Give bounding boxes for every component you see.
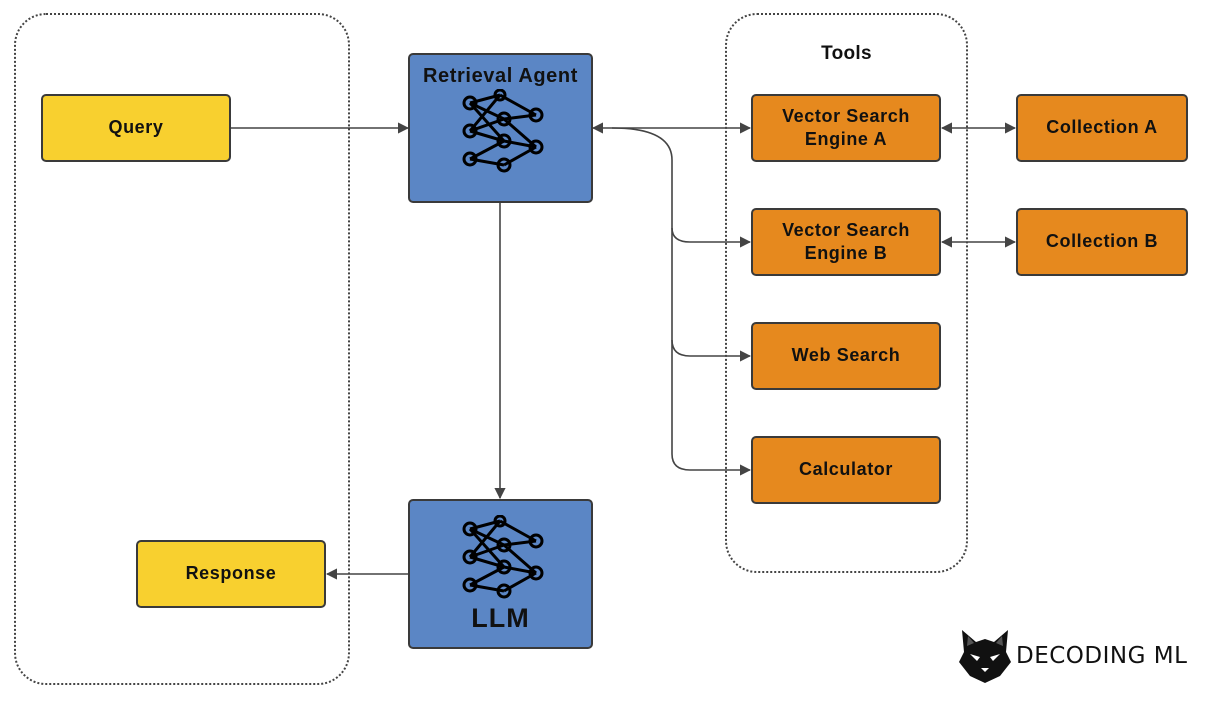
- llm-label: LLM: [471, 603, 530, 633]
- response-label: Response: [185, 563, 277, 584]
- query-label: Query: [108, 117, 164, 138]
- collection-a-node: Collection A: [1016, 94, 1188, 162]
- neural-network-icon: [462, 89, 543, 173]
- response-node: Response: [136, 540, 326, 608]
- decoding-ml-logo: DECODING ML: [958, 627, 1190, 685]
- cat-head-icon: [959, 630, 1011, 683]
- web-search-label: Web Search: [791, 345, 901, 366]
- logo-text: DECODING ML: [1016, 643, 1188, 669]
- collection-a-label: Collection A: [1046, 117, 1158, 138]
- vector-search-b-line1: Vector Search: [782, 219, 910, 240]
- tools-group: Tools: [725, 13, 968, 573]
- vector-search-a-line2: Engine A: [804, 129, 888, 149]
- neural-network-icon: [462, 515, 543, 599]
- vector-search-b-line2: Engine B: [804, 243, 888, 263]
- vector-search-engine-a-node: Vector Search Engine A: [751, 94, 941, 162]
- llm-node: LLM: [408, 499, 593, 649]
- calculator-node: Calculator: [751, 436, 941, 504]
- retrieval-agent-label: Retrieval Agent: [423, 65, 578, 87]
- collection-b-label: Collection B: [1045, 231, 1159, 252]
- vector-search-engine-b-node: Vector Search Engine B: [751, 208, 941, 276]
- calculator-label: Calculator: [798, 459, 894, 480]
- web-search-node: Web Search: [751, 322, 941, 390]
- collection-b-node: Collection B: [1016, 208, 1188, 276]
- query-response-group: [14, 13, 350, 685]
- vector-search-a-line1: Vector Search: [782, 105, 910, 126]
- tools-group-title: Tools: [821, 43, 872, 64]
- query-node: Query: [41, 94, 231, 162]
- edge-agent-websearch: [671, 228, 752, 362]
- edge-agent-calculator: [671, 340, 752, 476]
- edge-agent-vsb: [611, 127, 752, 248]
- retrieval-agent-node: Retrieval Agent: [408, 53, 593, 203]
